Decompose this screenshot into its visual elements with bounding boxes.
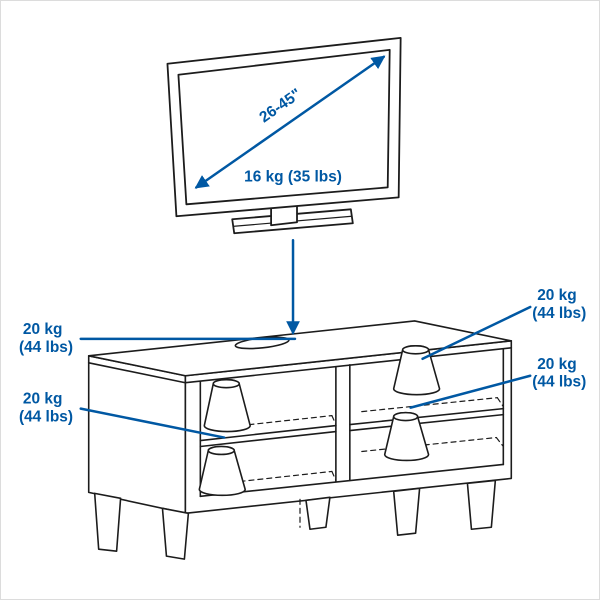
hidden-edge-line: [331, 415, 337, 426]
tv-bench-illustration: [87, 320, 513, 560]
tv-illustration: [166, 36, 402, 235]
load-label-top-left-line2: (44 lbs): [19, 339, 73, 356]
bench-shelf-edge: [349, 413, 505, 432]
load-label-top-left-line1: 20 kg: [23, 321, 62, 338]
bench-frame-line: [184, 347, 513, 384]
hidden-edge-line: [495, 436, 504, 448]
bench-frame-line: [199, 463, 505, 498]
hidden-edge-line: [361, 436, 497, 453]
hidden-edge-line: [361, 397, 498, 413]
tv-size-arrow: [194, 55, 386, 189]
load-label-bottom-left-line1: 20 kg: [23, 391, 62, 408]
load-label-bottom-right-line1: 20 kg: [537, 356, 576, 373]
load-label-bottom-left-line2: (44 lbs): [19, 409, 73, 426]
pointer-line-top-right: [421, 305, 532, 361]
load-cone-upper-right: [392, 345, 441, 396]
bench-leg: [93, 492, 122, 552]
pointer-line-bottom-right: [409, 374, 532, 409]
bench-frame-line: [87, 361, 187, 384]
load-cone-lower-left: [198, 445, 246, 497]
bench-shelf-edge: [199, 430, 337, 448]
load-label-top-right-line2: (44 lbs): [532, 305, 586, 322]
load-cone-upper-left: [203, 378, 251, 433]
hidden-edge-line: [496, 397, 504, 408]
tv-max-weight-label: 16 kg (35 lbs): [244, 168, 342, 185]
bench-leg: [392, 487, 421, 537]
load-label-top-right-line1: 20 kg: [537, 287, 576, 304]
pointer-line-bottom-left: [79, 407, 226, 439]
bench-top-panel: [87, 320, 513, 377]
bench-leg: [161, 507, 190, 560]
bench-shelf-edge: [349, 407, 505, 426]
bench-leg: [466, 479, 497, 531]
bench-frame-lines: [87, 347, 513, 498]
annotation-lines: [79, 55, 532, 439]
hidden-edge-line: [331, 470, 337, 481]
load-cone-lower-right: [383, 411, 430, 462]
load-label-bottom-right-line2: (44 lbs): [532, 374, 586, 391]
bench-center-foot: [305, 496, 331, 531]
